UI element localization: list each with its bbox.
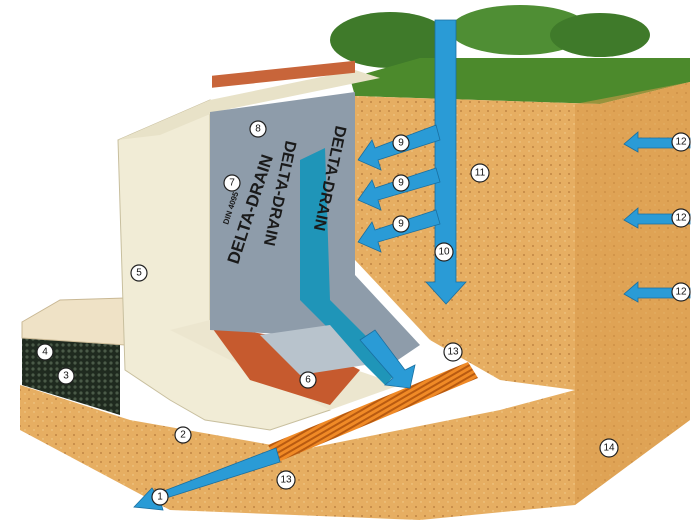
- label-2: 2: [174, 426, 192, 444]
- svg-text:13: 13: [280, 475, 292, 486]
- svg-text:11: 11: [475, 168, 486, 179]
- drain-arrow: [359, 329, 416, 389]
- svg-text:5: 5: [136, 268, 142, 279]
- membrane-flap: [260, 325, 365, 375]
- label-12c: 12: [671, 282, 691, 302]
- svg-text:9: 9: [398, 219, 404, 230]
- label-14: 14: [599, 438, 619, 458]
- svg-text:2: 2: [180, 430, 186, 441]
- svg-text:12: 12: [675, 137, 687, 148]
- svg-text:12: 12: [675, 287, 687, 298]
- label-12b: 12: [671, 208, 691, 228]
- svg-text:4: 4: [42, 347, 48, 358]
- label-10: 10: [434, 242, 454, 262]
- paving: [21, 297, 126, 346]
- tree-foliage: [330, 5, 650, 68]
- label-5: 5: [130, 264, 148, 282]
- dimpled-sheet: [210, 325, 360, 405]
- label-9c: 9: [392, 215, 410, 233]
- svg-text:1: 1: [157, 492, 163, 503]
- label-9b: 9: [392, 174, 410, 192]
- label-9a: 9: [392, 134, 410, 152]
- label-4: 4: [36, 343, 54, 361]
- rain-arrow-vertical: [425, 19, 467, 305]
- label-1: 1: [151, 488, 169, 506]
- membrane-water-strip: [300, 148, 400, 385]
- wall-top: [118, 70, 380, 140]
- svg-text:6: 6: [305, 375, 311, 386]
- top-edge-strip: [212, 60, 355, 88]
- label-8: 8: [249, 120, 267, 138]
- svg-text:9: 9: [398, 138, 404, 149]
- label-3: 3: [57, 367, 75, 385]
- drain-pipe: [268, 362, 478, 462]
- label-12a: 12: [671, 132, 691, 152]
- svg-text:10: 10: [438, 247, 450, 258]
- label-11: 11: [470, 163, 490, 183]
- label-13a: 13: [443, 342, 463, 362]
- svg-text:13: 13: [447, 347, 459, 358]
- label-6: 6: [299, 371, 317, 389]
- svg-text:12: 12: [675, 213, 687, 224]
- svg-text:8: 8: [255, 124, 261, 135]
- svg-text:9: 9: [398, 178, 404, 189]
- svg-text:3: 3: [63, 371, 69, 382]
- label-7: 7: [223, 174, 241, 192]
- svg-text:14: 14: [603, 443, 615, 454]
- label-13b: 13: [276, 470, 296, 490]
- svg-text:7: 7: [229, 178, 235, 189]
